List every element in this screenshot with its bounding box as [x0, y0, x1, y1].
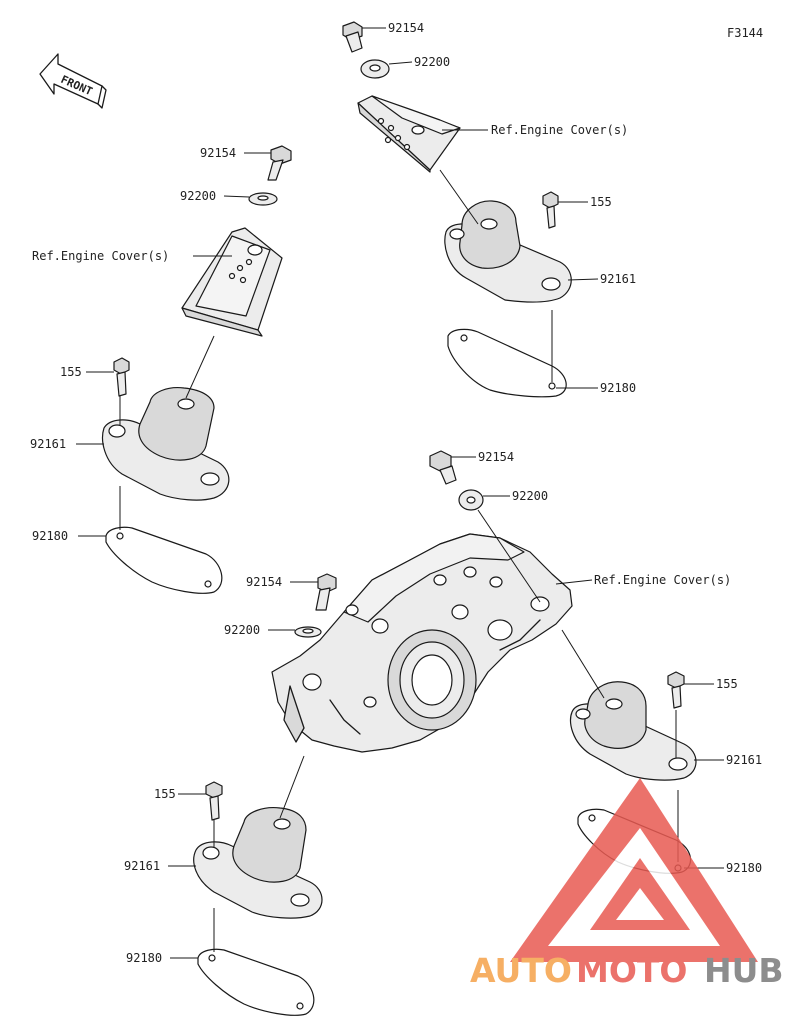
bottom-plate-92180: [170, 908, 315, 1016]
figure-code: F3144: [727, 26, 763, 40]
left-label-92161: 92161: [30, 437, 66, 451]
left-bolt-92154: [244, 145, 292, 181]
engine-cover: [271, 533, 573, 753]
mid-left-label-92154: 92154: [246, 575, 282, 589]
mid-left-label-92200: 92200: [224, 623, 260, 637]
bottom-label-92180: 92180: [126, 951, 162, 965]
center-label-92154: 92154: [478, 450, 514, 464]
mid-left-bolt-92154: [290, 573, 337, 611]
top-label-92154: 92154: [388, 21, 424, 35]
left-label-92154: 92154: [200, 146, 236, 160]
top-label-ref: Ref.Engine Cover(s): [491, 123, 628, 137]
top-bracket: [357, 95, 488, 173]
front-arrow-icon: FRONT: [39, 53, 107, 109]
top-plate-92180: [447, 310, 598, 398]
right-bolt-155: [667, 671, 714, 709]
watermark-text-moto: MOTO: [576, 951, 687, 990]
right-label-155: 155: [716, 677, 738, 691]
bottom-label-155: 155: [154, 787, 176, 801]
left-bracket: [181, 227, 283, 337]
center-washer-92200: [458, 489, 541, 603]
top-label-92200: 92200: [414, 55, 450, 69]
center-label-ref: Ref.Engine Cover(s): [594, 573, 731, 587]
top-label-92180: 92180: [600, 381, 636, 395]
top-bolt-155: [542, 191, 588, 229]
top-label-155: 155: [590, 195, 612, 209]
top-mount-92161: [439, 169, 599, 303]
center-ref-leader: [555, 579, 593, 585]
watermark-text-auto: AUTO: [470, 951, 572, 990]
right-label-92161: 92161: [726, 753, 762, 767]
left-bolt-155: [86, 357, 130, 397]
left-label-92180: 92180: [32, 529, 68, 543]
top-bolt-92154: [342, 21, 386, 53]
left-assembly: 92154 92200 Ref.Engine Cover(s) 155: [30, 145, 292, 594]
bottom-label-92161: 92161: [124, 859, 160, 873]
left-label-92200: 92200: [180, 189, 216, 203]
left-label-155: 155: [60, 365, 82, 379]
bottom-mount-92161: [168, 755, 323, 919]
mid-left-washer-92200: [268, 626, 322, 638]
right-mount-92161: [561, 629, 724, 781]
center-bolt-92154: [429, 450, 476, 485]
top-label-92161: 92161: [600, 272, 636, 286]
bottom-bolt-155: [178, 781, 223, 821]
center-label-92200: 92200: [512, 489, 548, 503]
left-label-ref: Ref.Engine Cover(s): [32, 249, 169, 263]
bottom-left-assembly: 155 92161 92180: [124, 755, 323, 1016]
top-washer-92200: [360, 59, 413, 79]
watermark-text-hub: HUB: [704, 951, 784, 990]
left-mount-92161: [76, 335, 230, 501]
right-label-92180: 92180: [726, 861, 762, 875]
left-plate-92180: [78, 486, 223, 594]
top-assembly: 92154 92200 Ref.Engine Cover(s): [342, 21, 636, 398]
left-washer-92200: [223, 192, 278, 206]
watermark-logo: AUTO MOTO HUB: [470, 778, 784, 990]
